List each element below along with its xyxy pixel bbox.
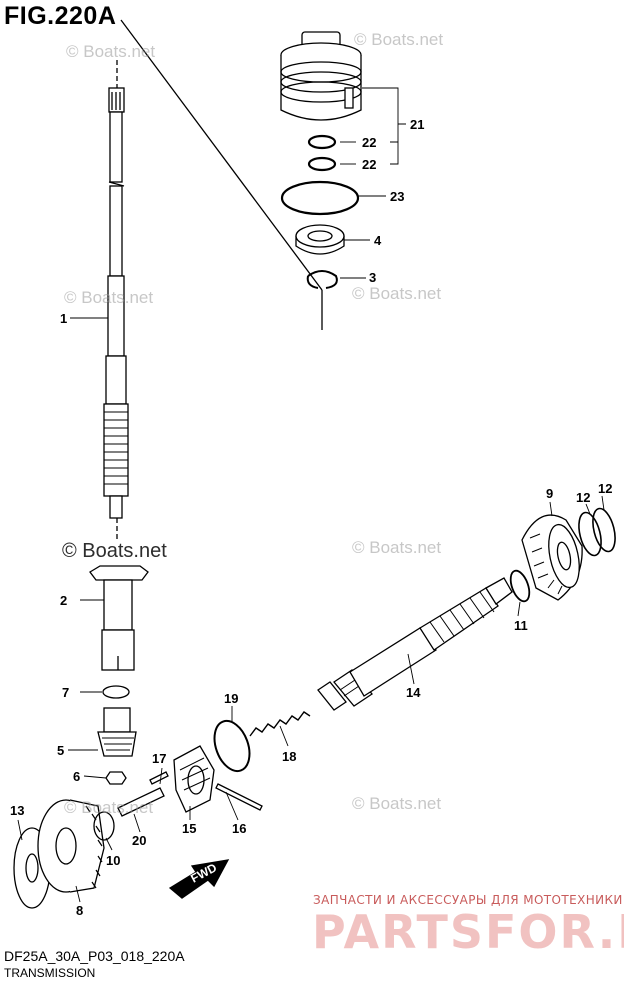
figure-title: FIG.220A bbox=[4, 2, 117, 30]
watermark-boats: © Boats.net bbox=[352, 538, 442, 557]
bearing-part-4 bbox=[295, 224, 345, 255]
forward-gear-part-8 bbox=[37, 799, 105, 893]
callout-11[interactable]: 11 bbox=[514, 618, 528, 633]
reverse-gear-part-9 bbox=[521, 514, 583, 601]
callout-13[interactable]: 13 bbox=[10, 803, 25, 818]
shim-part-10 bbox=[93, 811, 115, 841]
callout-21[interactable]: 21 bbox=[410, 117, 425, 132]
clutch-spring-part-18 bbox=[249, 711, 311, 737]
callout-1[interactable]: 1 bbox=[60, 311, 68, 326]
push-rod-part-20 bbox=[117, 787, 165, 817]
callout-6[interactable]: 6 bbox=[73, 769, 81, 784]
pin-part-17 bbox=[149, 771, 169, 785]
fwd-arrow-icon bbox=[168, 859, 230, 899]
callout-7[interactable]: 7 bbox=[62, 685, 70, 700]
pump-case-part-21 bbox=[280, 31, 362, 121]
clutch-dog-part-15 bbox=[173, 745, 215, 813]
callout-17[interactable]: 17 bbox=[152, 751, 167, 766]
o-ring-part-22-upper bbox=[307, 134, 337, 150]
figure-code: DF25A_30A_P03_018_220A bbox=[4, 948, 185, 964]
watermark-boats: © Boats.net bbox=[64, 288, 154, 307]
callout-3[interactable]: 3 bbox=[369, 270, 377, 285]
circlip-part-3 bbox=[306, 270, 338, 289]
nut-part-6 bbox=[105, 771, 127, 785]
watermark-boats: © Boats.net bbox=[66, 42, 156, 61]
callout-12[interactable]: 12 bbox=[598, 481, 613, 496]
shim-part-12-a bbox=[578, 511, 602, 557]
driveshaft-part-1 bbox=[103, 60, 129, 540]
o-ring-part-23 bbox=[280, 180, 360, 216]
sleeve-part-2 bbox=[89, 565, 149, 671]
watermark-shop-name: PARTSFOR.RU bbox=[312, 905, 624, 959]
callout-2[interactable]: 2 bbox=[60, 593, 68, 608]
callout-4[interactable]: 4 bbox=[374, 233, 382, 248]
watermark-boats: © Boats.net bbox=[354, 30, 444, 49]
watermark-boats: © Boats.net bbox=[352, 794, 442, 813]
callout-12[interactable]: 12 bbox=[576, 490, 591, 505]
watermark-boats: © Boats.net bbox=[352, 284, 442, 303]
shim-part-7 bbox=[102, 685, 130, 699]
shim-part-11 bbox=[509, 569, 531, 603]
watermark-boats: © Boats.net bbox=[64, 798, 154, 817]
callout-15[interactable]: 15 bbox=[182, 821, 197, 836]
propeller-shaft-part-14 bbox=[317, 577, 513, 711]
callout-23[interactable]: 23 bbox=[390, 189, 405, 204]
callout-20[interactable]: 20 bbox=[132, 833, 147, 848]
callout-18[interactable]: 18 bbox=[282, 749, 297, 764]
callout-8[interactable]: 8 bbox=[76, 903, 84, 918]
figure-name: TRANSMISSION bbox=[4, 966, 96, 980]
watermark-shop-subtitle: ЗАПЧАСТИ И АКСЕССУАРЫ ДЛЯ МОТОТЕХНИКИ bbox=[313, 893, 623, 907]
callout-16[interactable]: 16 bbox=[232, 821, 247, 836]
watermark-boats: © Boats.net bbox=[62, 540, 167, 562]
callout-22[interactable]: 22 bbox=[362, 157, 377, 172]
pinion-gear-part-5 bbox=[97, 707, 137, 757]
o-ring-part-22-lower bbox=[307, 156, 337, 172]
callout-14[interactable]: 14 bbox=[406, 685, 421, 700]
callout-22[interactable]: 22 bbox=[362, 135, 377, 150]
callout-10[interactable]: 10 bbox=[106, 853, 121, 868]
shim-part-12-b bbox=[592, 507, 616, 553]
pin-part-16 bbox=[215, 783, 263, 811]
callout-5[interactable]: 5 bbox=[57, 743, 65, 758]
callout-19[interactable]: 19 bbox=[224, 691, 239, 706]
callout-9[interactable]: 9 bbox=[546, 486, 554, 501]
spring-part-19 bbox=[213, 719, 251, 773]
